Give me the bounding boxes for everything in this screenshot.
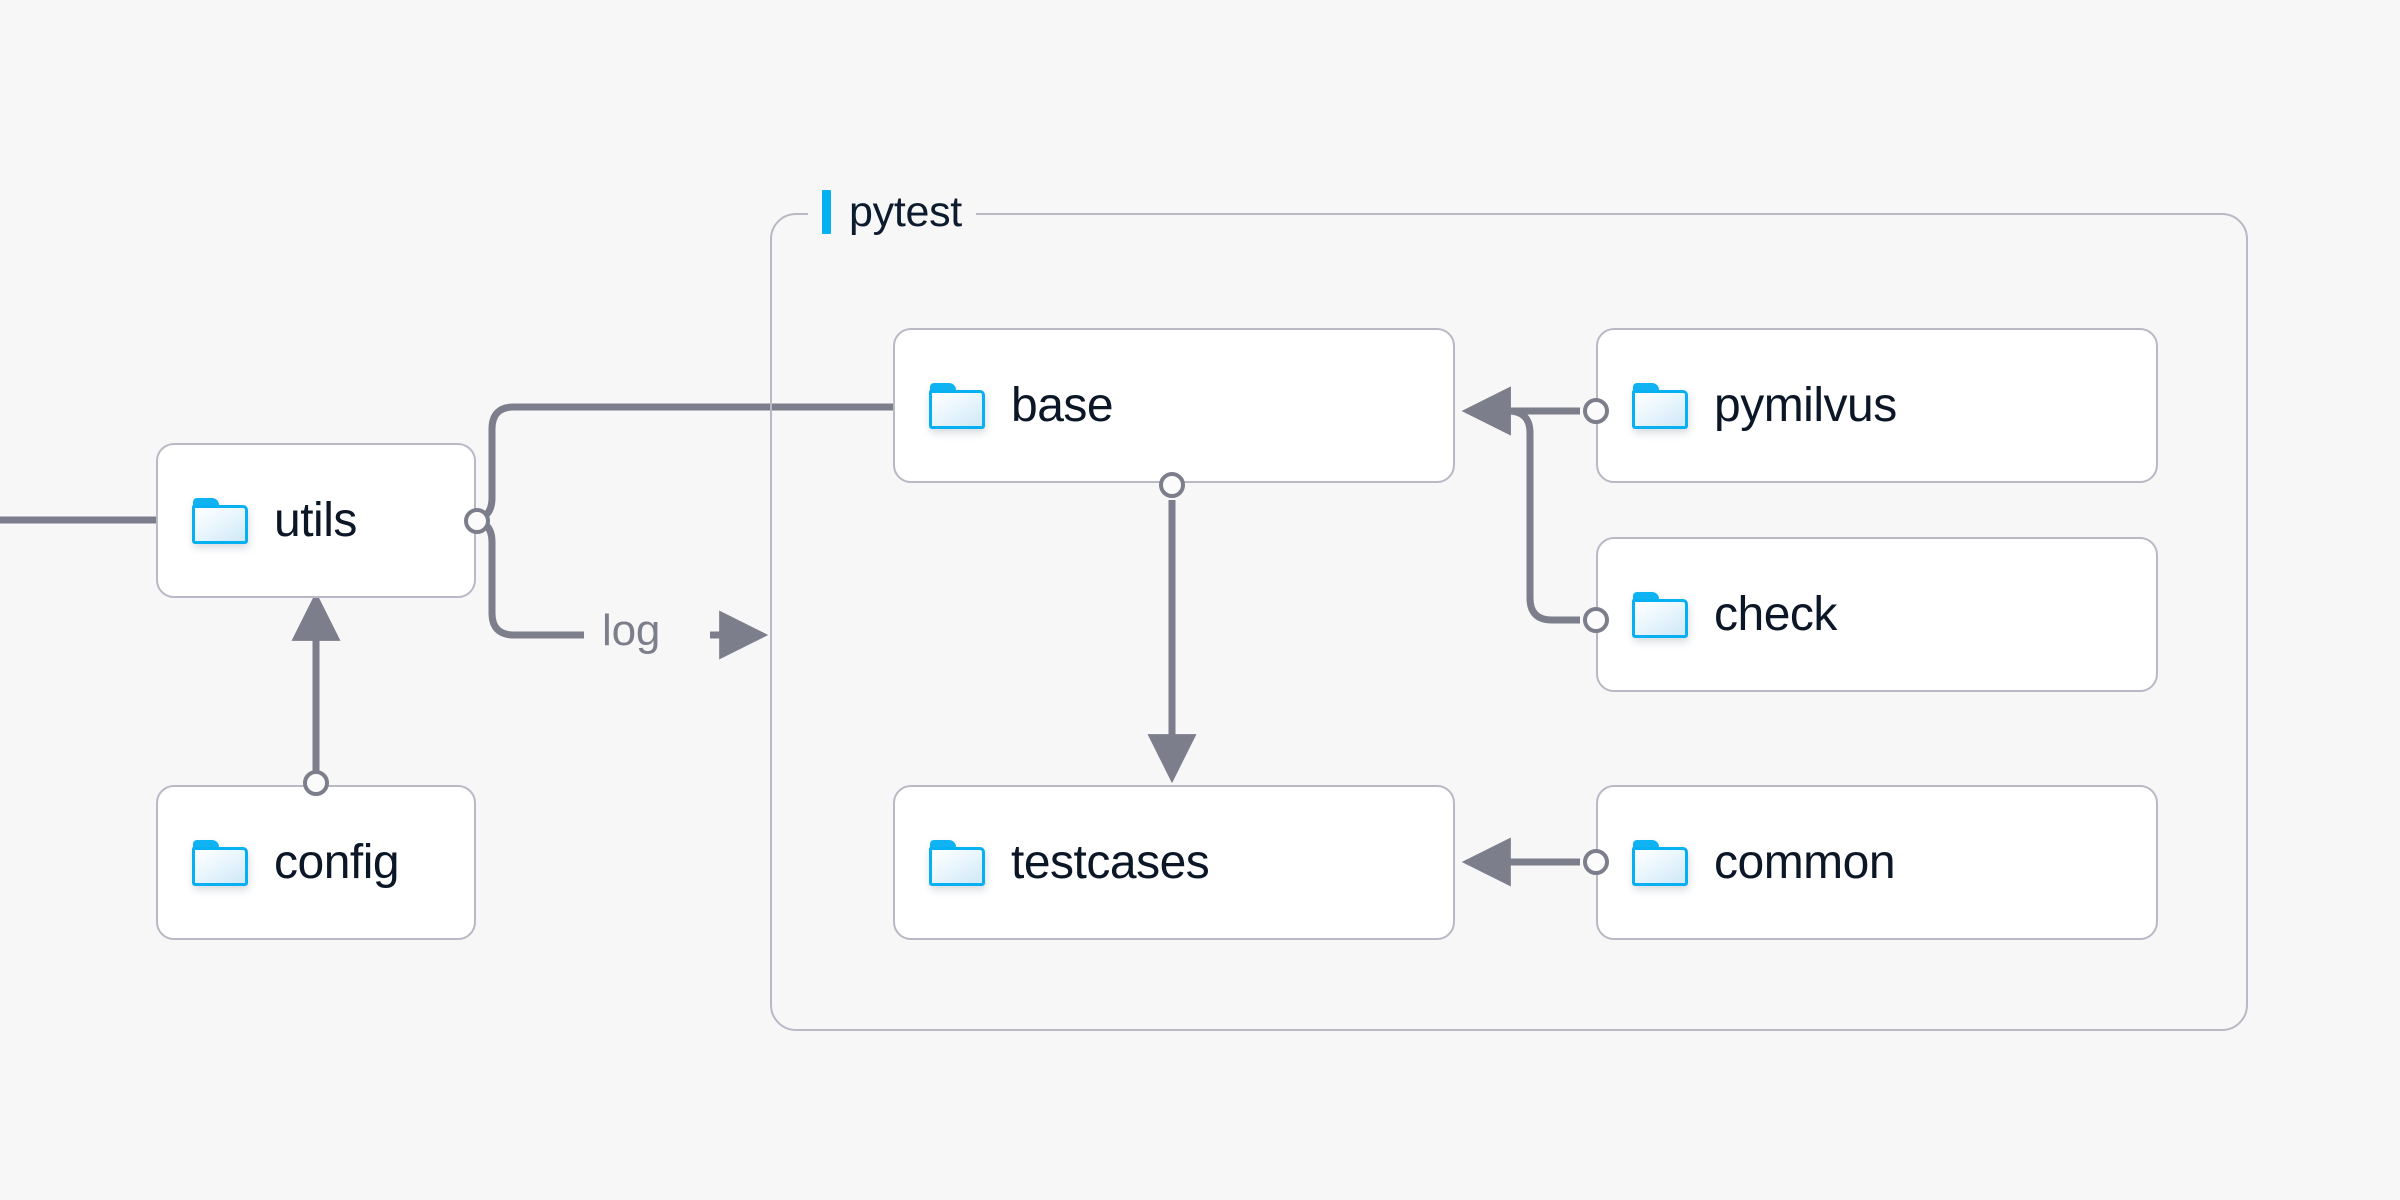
node-check[interactable]: check <box>1596 537 2158 692</box>
port-check-left[interactable] <box>1583 607 1609 633</box>
node-utils[interactable]: utils <box>156 443 476 598</box>
node-utils-label: utils <box>274 494 357 547</box>
node-config[interactable]: config <box>156 785 476 940</box>
node-testcases-label: testcases <box>1011 836 1210 889</box>
port-pymilvus-left[interactable] <box>1583 398 1609 424</box>
folder-icon <box>1632 839 1688 886</box>
folder-icon <box>192 497 248 544</box>
node-common-label: common <box>1714 836 1896 889</box>
port-utils-right[interactable] <box>464 508 490 534</box>
port-base-bottom[interactable] <box>1159 472 1185 498</box>
node-testcases[interactable]: testcases <box>893 785 1455 940</box>
node-base[interactable]: base <box>893 328 1455 483</box>
port-config-top[interactable] <box>303 770 329 796</box>
group-pytest-label: pytest <box>808 185 976 239</box>
folder-icon <box>929 382 985 429</box>
folder-icon <box>192 839 248 886</box>
node-pymilvus[interactable]: pymilvus <box>1596 328 2158 483</box>
edge-label-log: log <box>602 606 661 655</box>
node-common[interactable]: common <box>1596 785 2158 940</box>
node-check-label: check <box>1714 588 1837 641</box>
group-pytest <box>770 213 2248 1031</box>
group-accent-bar <box>822 190 831 234</box>
folder-icon <box>1632 382 1688 429</box>
node-pymilvus-label: pymilvus <box>1714 379 1897 432</box>
port-common-left[interactable] <box>1583 849 1609 875</box>
folder-icon <box>1632 591 1688 638</box>
node-config-label: config <box>274 836 400 889</box>
folder-icon <box>929 839 985 886</box>
group-title: pytest <box>849 187 962 236</box>
node-base-label: base <box>1011 379 1114 432</box>
